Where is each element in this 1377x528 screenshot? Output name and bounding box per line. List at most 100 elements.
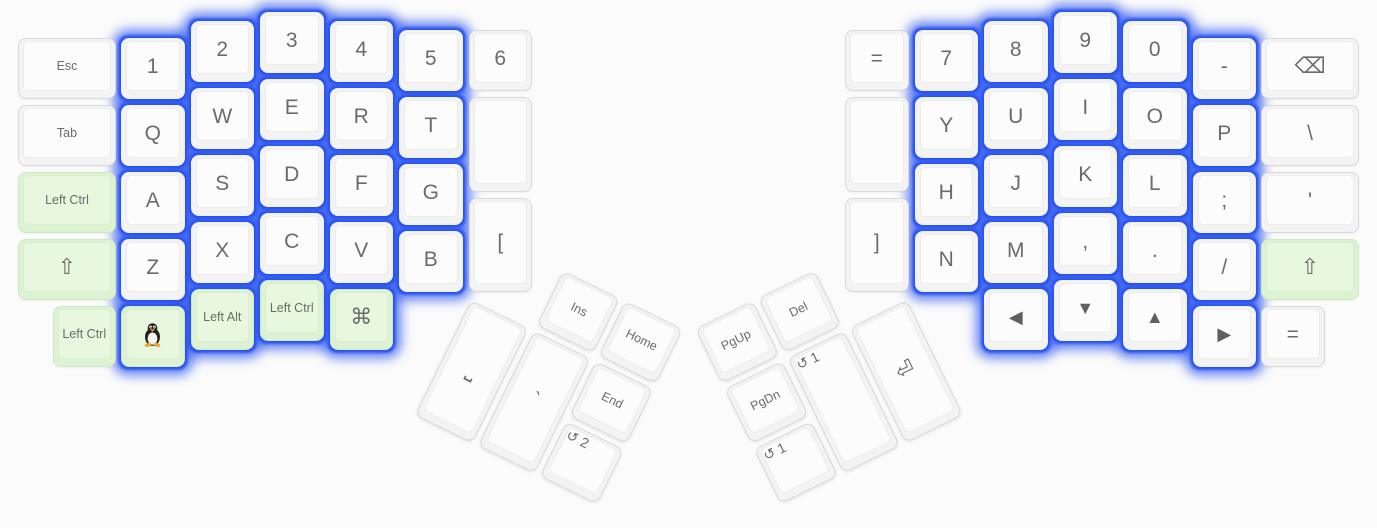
key-label: J xyxy=(1010,171,1022,195)
key-a[interactable]: A xyxy=(121,172,185,233)
key-b[interactable]: B xyxy=(399,231,463,292)
key-v[interactable]: V xyxy=(329,222,393,283)
key-l[interactable]: L xyxy=(1123,155,1187,216)
keycap-top: F xyxy=(334,158,388,208)
key-label: 0 xyxy=(1148,37,1161,61)
key-w[interactable]: W xyxy=(190,88,254,149)
key-right-shift[interactable]: ⇧ xyxy=(1261,239,1359,300)
keycap-top: 7 xyxy=(919,33,973,83)
key-arrow-up[interactable]: ▲ xyxy=(1123,289,1187,350)
keycap-top: ▲ xyxy=(1128,292,1182,342)
key-s[interactable]: S xyxy=(190,155,254,216)
keycap-top xyxy=(850,100,904,184)
key-left-alt[interactable]: Left Alt xyxy=(190,289,254,350)
key-backspace[interactable]: ⌫ xyxy=(1261,38,1359,99)
key-f[interactable]: F xyxy=(329,155,393,216)
key-2[interactable]: 2 xyxy=(190,21,254,82)
key-0[interactable]: 0 xyxy=(1123,21,1187,82)
key-p[interactable]: P xyxy=(1192,105,1256,166)
key-arrow-down[interactable]: ▼ xyxy=(1053,280,1117,341)
keycap-top xyxy=(126,309,180,359)
key-arrow-left[interactable]: ◀ xyxy=(984,289,1048,350)
key-left-bracket[interactable]: [ xyxy=(468,197,532,292)
keycap-top: 6 xyxy=(473,33,527,83)
key-h[interactable]: H xyxy=(914,164,978,225)
keycap-top: [ xyxy=(473,200,527,284)
key-u[interactable]: U xyxy=(984,88,1048,149)
key-minus[interactable]: - xyxy=(1192,38,1256,99)
keycap-top: M xyxy=(989,225,1043,275)
key-label: PgUp xyxy=(718,326,753,353)
key-label: End xyxy=(599,388,626,412)
key-label: 3 xyxy=(285,28,298,52)
keycap-top: S xyxy=(195,158,249,208)
key-z[interactable]: Z xyxy=(121,239,185,300)
key-7[interactable]: 7 xyxy=(914,30,978,91)
key-label: Tab xyxy=(56,125,78,140)
key-command[interactable]: ⌘ xyxy=(329,289,393,350)
key-blank-inner-right[interactable] xyxy=(845,97,909,192)
key-label: 7 xyxy=(940,46,953,70)
key-arrow-right[interactable]: ▶ xyxy=(1192,306,1256,367)
key-left-ctrl-2[interactable]: Left Ctrl xyxy=(260,280,324,341)
key-d[interactable]: D xyxy=(260,146,324,207)
key-equals-top[interactable]: = xyxy=(845,30,909,91)
key-period[interactable]: . xyxy=(1123,222,1187,283)
key-label: K xyxy=(1078,162,1093,186)
key-9[interactable]: 9 xyxy=(1053,12,1117,73)
key-o[interactable]: O xyxy=(1123,88,1187,149)
key-4[interactable]: 4 xyxy=(329,21,393,82)
keycap-top: ] xyxy=(850,200,904,284)
key-label: 6 xyxy=(494,46,507,70)
key-q[interactable]: Q xyxy=(121,105,185,166)
key-right-bracket[interactable]: ] xyxy=(845,197,909,292)
key-r[interactable]: R xyxy=(329,88,393,149)
key-shift[interactable]: ⇧ xyxy=(18,239,116,300)
keycap-top: ▼ xyxy=(1058,283,1112,333)
key-k[interactable]: K xyxy=(1053,146,1117,207)
key-e[interactable]: E xyxy=(260,79,324,140)
key-label: G xyxy=(422,180,439,204)
key-label: - xyxy=(1220,54,1228,78)
key-left-ctrl[interactable]: Left Ctrl xyxy=(18,172,116,233)
keycap-top: J xyxy=(989,158,1043,208)
key-label: ▼ xyxy=(1076,298,1095,318)
key-3[interactable]: 3 xyxy=(260,12,324,73)
key-left-ctrl-bottom[interactable]: Left Ctrl xyxy=(52,306,116,367)
key-1[interactable]: 1 xyxy=(121,38,185,99)
key-label: 4 xyxy=(355,37,368,61)
key-esc[interactable]: Esc xyxy=(18,38,116,99)
key-equals-bottom[interactable]: = xyxy=(1261,306,1325,367)
key-5[interactable]: 5 xyxy=(399,30,463,91)
key-6[interactable]: 6 xyxy=(468,30,532,91)
keycap-top: L xyxy=(1128,158,1182,208)
key-i[interactable]: I xyxy=(1053,79,1117,140)
keycap-top: 3 xyxy=(265,15,319,65)
key-t[interactable]: T xyxy=(399,97,463,158)
key-label: ⏎ xyxy=(890,353,918,385)
key-x[interactable]: X xyxy=(190,222,254,283)
key-slash[interactable]: / xyxy=(1192,239,1256,300)
key-label: D xyxy=(284,162,300,186)
key-label: U xyxy=(1008,104,1024,128)
key-label: Left Alt xyxy=(203,309,242,324)
key-y[interactable]: Y xyxy=(914,97,978,158)
key-tux[interactable] xyxy=(121,306,185,367)
keycap-top: End xyxy=(577,366,648,435)
key-8[interactable]: 8 xyxy=(984,21,1048,82)
key-comma[interactable]: , xyxy=(1053,213,1117,274)
key-semicolon[interactable]: ; xyxy=(1192,172,1256,233)
key-backslash[interactable]: \ xyxy=(1261,105,1359,166)
key-n[interactable]: N xyxy=(914,231,978,292)
key-blank-inner-left[interactable] xyxy=(468,97,532,192)
key-m[interactable]: M xyxy=(984,222,1048,283)
key-c[interactable]: C xyxy=(260,213,324,274)
key-j[interactable]: J xyxy=(984,155,1048,216)
key-label: ⌘ xyxy=(350,304,373,329)
keycap-top: \ xyxy=(1266,108,1354,158)
key-tab[interactable]: Tab xyxy=(18,105,116,166)
key-g[interactable]: G xyxy=(399,164,463,225)
key-quote[interactable]: ' xyxy=(1261,172,1359,233)
